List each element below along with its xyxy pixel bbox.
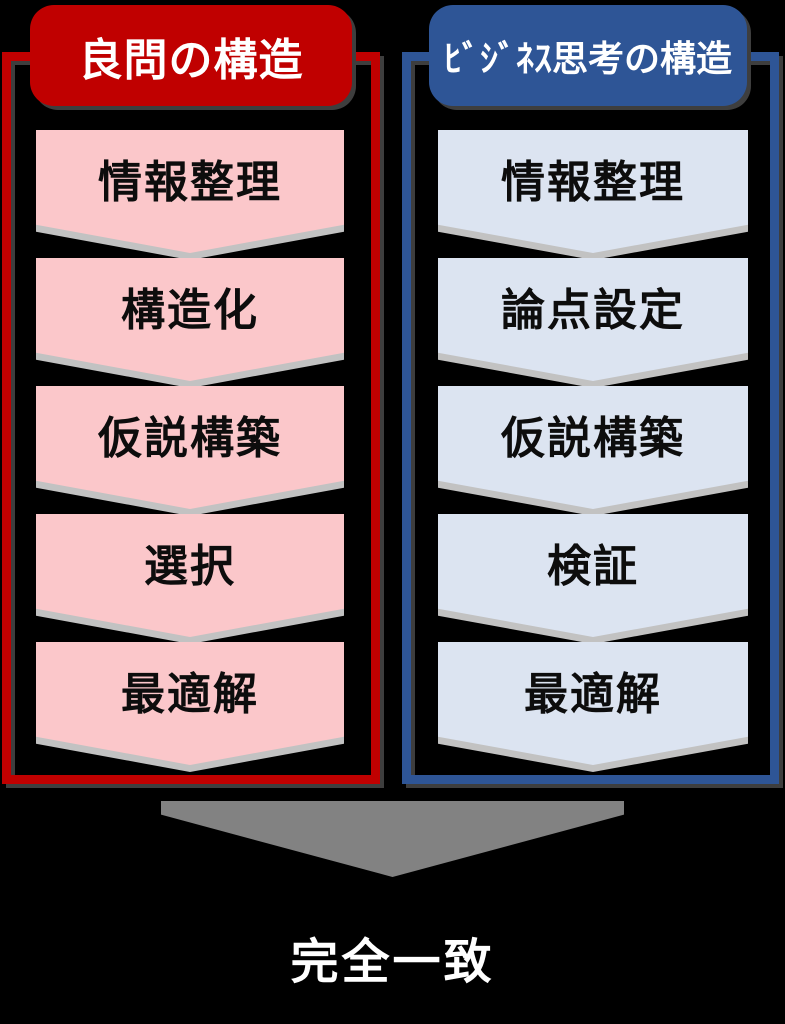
right-step-1-label: 情報整理 — [501, 157, 685, 207]
left-step-1-label: 情報整理 — [98, 157, 282, 207]
left-panel-title: 良問の構造 — [30, 5, 352, 106]
left-step-5: 最適解 — [36, 642, 344, 772]
right-step-3-box: 仮説構築 — [438, 386, 748, 509]
right-step-3: 仮説構築 — [438, 386, 748, 516]
left-step-1: 情報整理 — [36, 130, 344, 260]
right-step-2-box: 論点設定 — [438, 258, 748, 381]
right-step-4: 検証 — [438, 514, 748, 644]
left-step-2-box: 構造化 — [36, 258, 344, 381]
right-step-2-label: 論点設定 — [501, 285, 685, 335]
right-step-4-box: 検証 — [438, 514, 748, 637]
left-step-2-label: 構造化 — [121, 285, 259, 335]
left-step-5-label: 最適解 — [121, 669, 259, 719]
conclusion-text: 完全一致 — [290, 936, 495, 989]
right-panel-title: ﾋﾞｼﾞﾈｽ思考の構造 — [429, 5, 747, 106]
left-step-4-box: 選択 — [36, 514, 344, 637]
left-step-2: 構造化 — [36, 258, 344, 388]
right-step-5-box: 最適解 — [438, 642, 748, 765]
left-step-3-box: 仮説構築 — [36, 386, 344, 509]
right-step-5: 最適解 — [438, 642, 748, 772]
left-step-3: 仮説構築 — [36, 386, 344, 516]
right-step-3-label: 仮説構築 — [501, 413, 685, 463]
merge-down-arrow-icon — [161, 801, 624, 877]
left-step-1-box: 情報整理 — [36, 130, 344, 253]
right-step-2: 論点設定 — [438, 258, 748, 388]
left-step-3-label: 仮説構築 — [98, 413, 282, 463]
right-step-5-label: 最適解 — [524, 669, 662, 719]
right-step-1-box: 情報整理 — [438, 130, 748, 253]
left-step-4: 選択 — [36, 514, 344, 644]
right-step-4-label: 検証 — [547, 541, 639, 591]
left-step-4-label: 選択 — [144, 541, 236, 591]
left-step-5-box: 最適解 — [36, 642, 344, 765]
right-step-1: 情報整理 — [438, 130, 748, 260]
